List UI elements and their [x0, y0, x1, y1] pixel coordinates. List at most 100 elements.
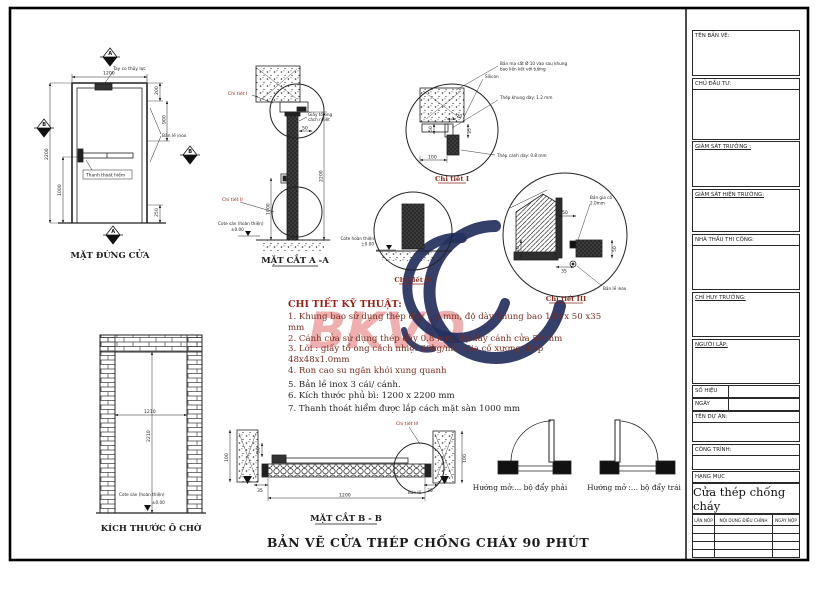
tech-note-item: 7. Thanh thoát hiểm được lắp cách mặt sà…	[288, 404, 521, 415]
titleblock-value	[729, 386, 799, 397]
titleblock-owner: CHỦ ĐẦU TƯ:	[692, 78, 800, 140]
silicon-label: Silicon	[485, 74, 499, 79]
titleblock-label: HẠNG MỤC	[695, 473, 726, 480]
titleblock-label: NGƯỜI LẬP:	[695, 342, 728, 348]
tech-notes-heading: CHI TIẾT KỸ THUẬT:	[288, 299, 402, 310]
tech-note-item: 4. Ron cao su ngăn khói xung quanh	[288, 365, 447, 376]
detail3-view	[502, 172, 628, 304]
section-bb-view	[228, 426, 464, 525]
sheet-border	[8, 6, 810, 562]
detail3-title: Chi tiết III	[546, 294, 586, 303]
level-label: ±0.00	[361, 242, 374, 247]
section-bb-title: MẶT CẮT B - B	[310, 511, 382, 524]
core-label-2: cách nhiệt	[308, 117, 330, 122]
level-label: ±0.00	[231, 227, 244, 232]
titleblock-chief-supervisor: GIÁM SÁT TRƯỞNG :	[692, 141, 800, 187]
titleblock-label: GIÁM SÁT TRƯỞNG :	[695, 144, 751, 150]
dim-50: 50	[428, 126, 434, 132]
dim-900: 900	[162, 115, 168, 124]
dim-50: 50	[256, 447, 262, 453]
dim-2210: 2210	[146, 430, 152, 442]
tech-note-item: 5. Bản lề inox 3 cái/ cánh.	[288, 379, 401, 390]
floor-label: Cote sàn (hoàn thiện)	[119, 492, 165, 497]
dim-35a: 35	[257, 488, 263, 494]
swing-left-label: Hướng mở :... bộ đẩy trái	[587, 483, 681, 492]
dim-50b: 50	[612, 246, 618, 252]
hinge-label: Bản lề inox	[162, 131, 187, 139]
hinge-label: Bản lề	[408, 490, 422, 495]
titleblock-number-row: SỐ HIỆU	[692, 385, 800, 398]
titleblock-construction: CÔNG TRÌNH:	[692, 444, 800, 470]
technical-notes: CHI TIẾT KỸ THUẬT: 1. Khung bao sử dụng …	[288, 299, 604, 415]
tech-note-item: 6. Kích thước phủ bì: 1200 x 2200 mm	[288, 390, 455, 401]
titleblock-project-name: TÊN DỰ ÁN:	[692, 411, 800, 442]
item-name-text: Cửa thép chống cháy	[693, 484, 786, 513]
dim-1000: 1000	[57, 184, 63, 196]
detail2-view	[373, 191, 453, 285]
dim-50: 50	[302, 126, 308, 132]
dim-250: 250	[154, 208, 160, 217]
titleblock-drawing-name: TÊN BẢN VẼ:	[692, 30, 800, 76]
frame-steel-label: Thép khung dày: 1.2 mm	[499, 95, 552, 100]
titleblock-label: CHỦ ĐẦU TƯ:	[693, 79, 799, 90]
section-marker-b: B	[42, 122, 46, 128]
dim-20: 20	[457, 114, 463, 120]
dim-35: 35	[561, 269, 567, 275]
titleblock-prepared-by: NGƯỜI LẬP:	[692, 339, 800, 384]
titleblock-commander: CHỈ HUY TRƯỞNG:	[692, 292, 800, 337]
dim-2200: 2200	[319, 170, 325, 182]
rev-col-date: NGÀY NỘP	[775, 517, 797, 523]
tech-note-item: 1. Khung bao sử dụng thép dày 1.2 mm, độ…	[288, 312, 602, 333]
revision-row	[693, 542, 799, 550]
titleblock-site-supervisor: GIÁM SÁT HIỆN TRƯỜNG:	[692, 189, 800, 232]
dim-2200: 2200	[44, 148, 50, 160]
dim-20: 20	[515, 246, 521, 252]
watermark-swoosh-icon	[402, 232, 510, 343]
dim-1200: 1200	[339, 493, 351, 499]
titleblock-item-name: Cửa thép chống cháy	[692, 483, 800, 514]
titleblock-contractor: NHÀ THẦU THI CÔNG:	[692, 234, 800, 290]
titleblock-date-row: NGÀY	[692, 398, 800, 411]
opening-view	[96, 334, 206, 514]
tech-note-item: 2. Cánh cửa sử dụng thép dày 0.8 mm, độ …	[288, 333, 563, 344]
dim-100b: 100	[462, 454, 468, 463]
elevation-markers: A B B A	[34, 47, 200, 245]
revision-row	[693, 526, 799, 534]
revision-row	[693, 534, 799, 542]
swing-left-view	[599, 419, 676, 475]
dim-50a: 50	[562, 210, 568, 216]
section-aa-title: MẶT CẮT A -A	[261, 253, 329, 266]
anchor-label-2: bao liên kết với tường	[500, 67, 546, 72]
dim-35b: 35	[427, 488, 433, 494]
rev-col-content: NỘI DUNG ĐIỀU CHỈNH	[715, 515, 773, 525]
titleblock-category-label: HẠNG MỤC	[692, 471, 800, 483]
dim-35: 35	[467, 128, 473, 134]
hinge-label: Bản lề inox	[603, 286, 627, 291]
section-marker-a: A	[108, 51, 112, 57]
titleblock-label: SỐ HIỆU	[693, 386, 729, 397]
dim-1000: 1000	[266, 203, 272, 215]
swing-right-view	[497, 419, 572, 475]
watermark-swoosh-icon	[423, 220, 566, 364]
elevation-view	[48, 71, 170, 224]
dim-100a: 100	[224, 453, 230, 462]
panic-bar-label: Thanh thoát hiểm	[85, 172, 125, 179]
anchor-label-1: Bản mạ sắt Ø 10 vào sau khung	[500, 61, 567, 66]
level-label: ±0.00	[152, 500, 165, 505]
titleblock-value	[729, 399, 799, 410]
dim-200: 200	[154, 86, 160, 95]
floor-label: Cote hoàn thiện	[341, 236, 375, 241]
section-aa-view	[238, 65, 330, 267]
floor-label: Cote sàn (hoàn thiện)	[218, 221, 264, 226]
opening-title: KÍCH THƯỚC Ô CHỜ	[101, 522, 202, 534]
tech-note-item: 3. Lõi : giấy tổ ong cách nhiệt 60kg/m3.…	[288, 344, 544, 366]
detail2-callout: Chi tiết II	[222, 196, 243, 203]
section-marker-b: B	[188, 149, 192, 155]
dim-1200: 1200	[103, 71, 115, 77]
sheet-main-title: BẢN VẼ CỬA THÉP CHỐNG CHÁY 90 PHÚT	[267, 533, 589, 550]
watermark-swoosh-icon	[401, 327, 436, 353]
titleblock-label: NGÀY	[693, 399, 729, 410]
revision-table-header: LẦN NỘP NỘI DUNG ĐIỀU CHỈNH NGÀY NỘP	[693, 515, 799, 526]
